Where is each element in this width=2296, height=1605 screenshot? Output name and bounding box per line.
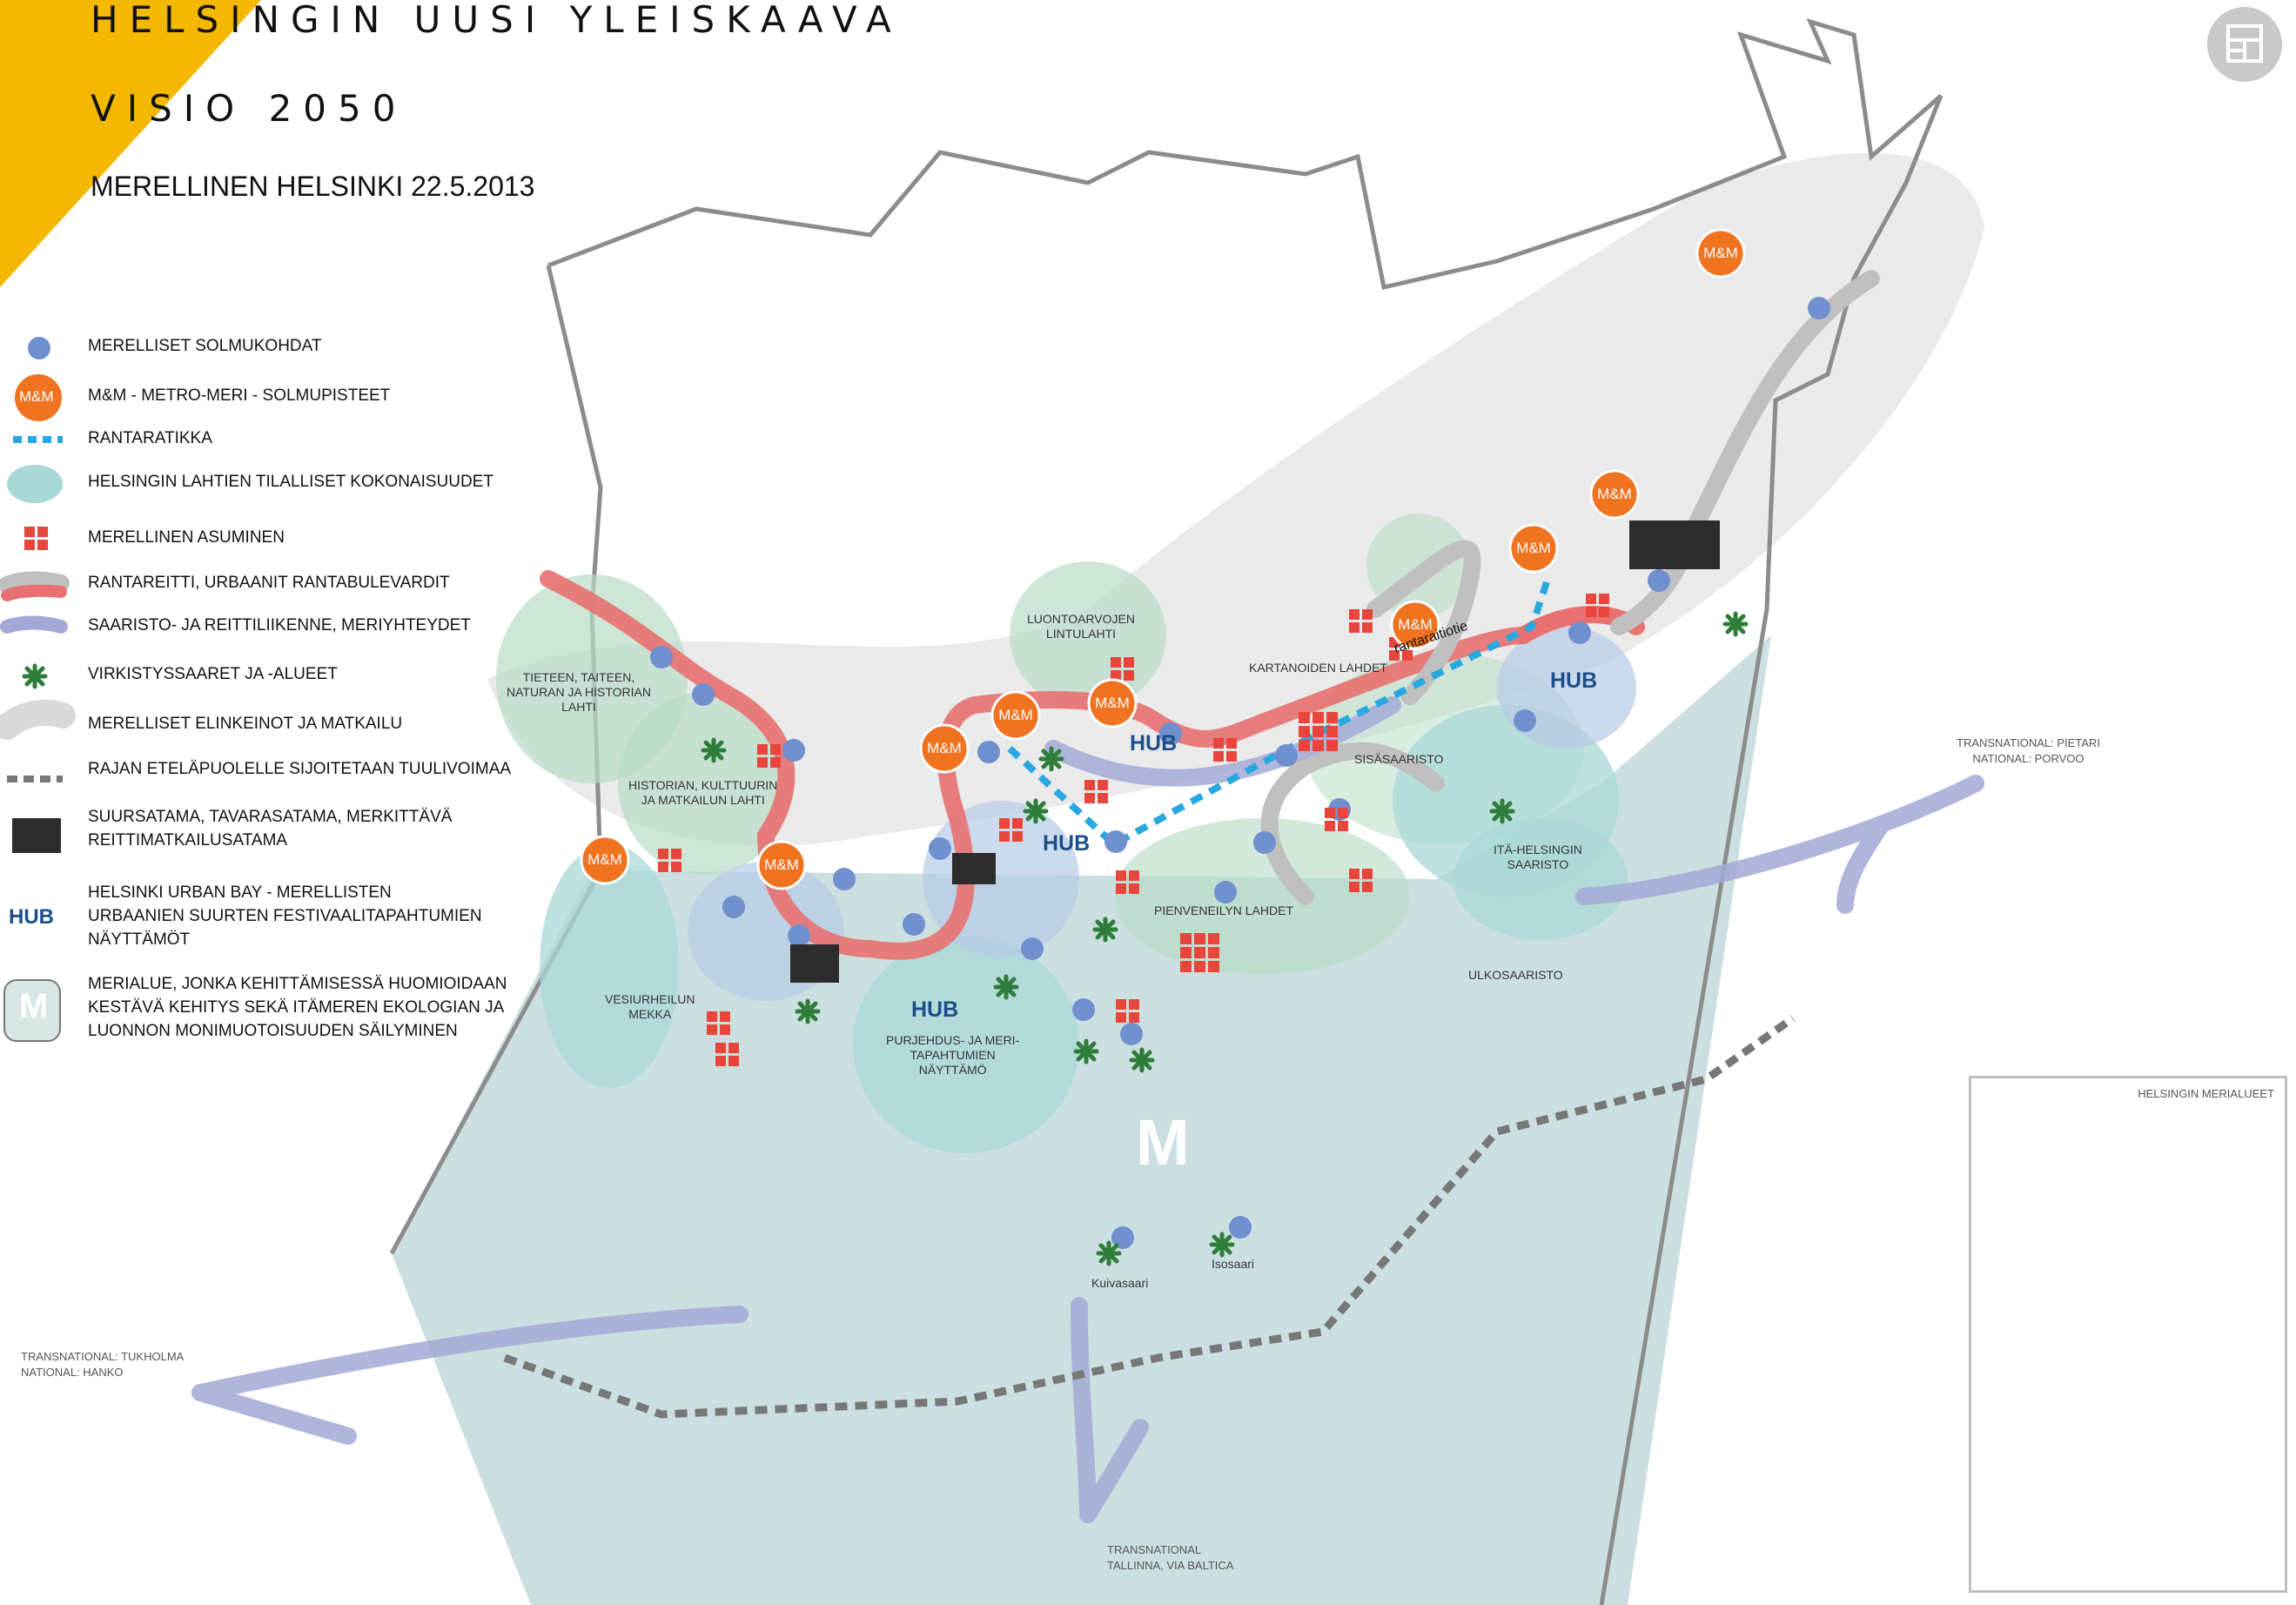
- legend-label: HELSINKI URBAN BAY - MERELLISTEN URBAANI…: [88, 883, 482, 949]
- hub-label: HUB: [1130, 731, 1178, 755]
- legend-item: HELSINKI URBAN BAY - MERELLISTEN URBAANI…: [0, 881, 557, 949]
- transnational-label: TRANSNATIONAL: PIETARI NATIONAL: PORVOO: [1957, 736, 2100, 765]
- place-label: HISTORIAN, KULTTUURIN JA MATKAILUN LAHTI: [628, 778, 778, 807]
- mm-marker-label: M&M: [1398, 616, 1433, 633]
- mm-markers: [580, 228, 1746, 890]
- place-label: SISÄSAARISTO: [1354, 752, 1444, 766]
- accent-corner: [0, 0, 261, 287]
- m-box-icon: M: [19, 987, 49, 1025]
- place-label: LUONTOARVOJEN LINTULAHTI: [1027, 612, 1135, 641]
- place-label: ITÄ-HELSINGIN SAARISTO: [1494, 843, 1582, 871]
- grid-view-glyph: [2226, 24, 2263, 63]
- legend-label: MERELLISET ELINKEINOT JA MATKAILU: [88, 715, 403, 733]
- grid-view-icon[interactable]: [2207, 7, 2282, 82]
- hub-text-icon: HUB: [9, 905, 54, 929]
- map-title: HELSINGIN UUSI YLEISKAAVA: [91, 0, 903, 41]
- place-label: PIENVENEILYN LAHDET: [1154, 903, 1294, 917]
- place-label: Kuivasaari: [1091, 1276, 1149, 1290]
- harbour-icons: [790, 520, 1720, 983]
- legend-item: SAARISTO- JA REITTILIIKENNE, MERIYHTEYDE…: [0, 614, 557, 657]
- legend-item: MERELLISET ELINKEINOT JA MATKAILU: [0, 712, 557, 755]
- legend-label: MERELLINEN ASUMINEN: [88, 528, 285, 547]
- inset-sea-label: M: [2124, 1444, 2143, 1470]
- sea-connection-arrows: [191, 696, 1984, 1523]
- hub-label: HUB: [1550, 668, 1598, 693]
- legend-item: VIRKISTYSSAARET JA -ALUEET: [0, 662, 557, 706]
- grey-route: [1260, 270, 1880, 905]
- transnational-label: TRANSNATIONAL: TUKHOLMA NATIONAL: HANKO: [21, 1350, 185, 1379]
- place-label: Isosaari: [1212, 1257, 1255, 1271]
- legend-label: RANTARATIKKA: [88, 429, 212, 447]
- mm-marker-label: M&M: [927, 740, 962, 756]
- legend-label: M&M - METRO-MERI - SOLMUPISTEET: [88, 386, 391, 405]
- place-label: PURJEHDUS- JA MERI- TAPAHTUMIEN NÄYTTÄMÖ: [886, 1033, 1020, 1077]
- place-label: KARTANOIDEN LAHDET: [1249, 661, 1387, 675]
- sea-nodes: [650, 297, 1830, 1249]
- legend-item: HELSINGIN LAHTIEN TILALLISET KOKONAISUUD…: [0, 470, 557, 514]
- map-date-title: MERELLINEN HELSINKI 22.5.2013: [91, 171, 535, 202]
- legend-item: MERIALUE, JONKA KEHITTÄMISESSÄ HUOMIOIDA…: [0, 972, 557, 1040]
- mm-marker-label: M&M: [1597, 486, 1632, 502]
- inset-title: HELSINGIN MERIALUEET: [2138, 1087, 2274, 1100]
- legend-item: SUURSATAMA, TAVARASATAMA, MERKITTÄVÄ REI…: [0, 805, 557, 850]
- mm-circle-icon: M&M: [19, 388, 54, 405]
- legend-label: MERIALUE, JONKA KEHITTÄMISESSÄ HUOMIOIDA…: [88, 975, 507, 1040]
- legend-label: RAJAN ETELÄPUOLELLE SIJOITETAAN TUULIVOI…: [88, 760, 512, 778]
- shore-route: [540, 570, 1532, 960]
- legend-label: SUURSATAMA, TAVARASATAMA, MERKITTÄVÄ REI…: [88, 808, 453, 850]
- legend-label: VIRKISTYSSAARET JA -ALUEET: [88, 665, 338, 683]
- mm-marker-label: M&M: [1703, 245, 1738, 261]
- legend-label: MERELLISET SOLMUKOHDAT: [88, 337, 322, 355]
- mm-marker-label: M&M: [1516, 540, 1551, 556]
- map-subtitle: VISIO 2050: [91, 87, 407, 130]
- mm-marker-label: M&M: [998, 707, 1033, 723]
- legend-item: RANTAREITTI, URBAANIT RANTABULEVARDIT: [0, 571, 557, 614]
- place-label: TIETEEN, TAITEEN, NATURAN JA HISTORIAN L…: [507, 670, 651, 714]
- hub-label: HUB: [1043, 831, 1091, 856]
- place-label: VESIURHEILUN MEKKA: [605, 992, 695, 1021]
- legend-item: M&M - METRO-MERI - SOLMUPISTEET M&M: [0, 384, 557, 427]
- legend-item: MERELLINEN ASUMINEN: [0, 526, 557, 569]
- wind-power-line: [503, 1015, 1796, 1419]
- mm-marker-label: M&M: [1095, 695, 1130, 711]
- sea-area-label: M: [1136, 1106, 1190, 1179]
- mm-marker-label: M&M: [587, 851, 622, 868]
- transnational-label: TRANSNATIONAL TALLINNA, VIA BALTICA: [1107, 1543, 1234, 1572]
- legend-item: RANTARATIKKA: [0, 426, 557, 470]
- legend-item: RAJAN ETELÄPUOLELLE SIJOITETAAN TUULIVOI…: [0, 757, 557, 801]
- legend-item: MERELLISET SOLMUKOHDAT: [0, 334, 557, 378]
- tourism-band: [487, 152, 1984, 846]
- hub-label: HUB: [911, 997, 959, 1022]
- legend-label: HELSINGIN LAHTIEN TILALLISET KOKONAISUUD…: [88, 473, 493, 491]
- housing-markers: [658, 594, 1609, 1066]
- recreation-stars: [701, 611, 1749, 1266]
- legend-label: RANTAREITTI, URBAANIT RANTABULEVARDIT: [88, 574, 450, 592]
- legend-label: SAARISTO- JA REITTILIIKENNE, MERIYHTEYDE…: [88, 616, 471, 635]
- legend-symbols: [0, 337, 76, 1042]
- inset-map: HELSINGIN MERIALUEET M: [1969, 1076, 2287, 1593]
- mm-marker-label: M&M: [764, 856, 799, 873]
- place-label: ULKOSAARISTO: [1468, 968, 1563, 982]
- rantaratikka-line: [1007, 573, 1553, 849]
